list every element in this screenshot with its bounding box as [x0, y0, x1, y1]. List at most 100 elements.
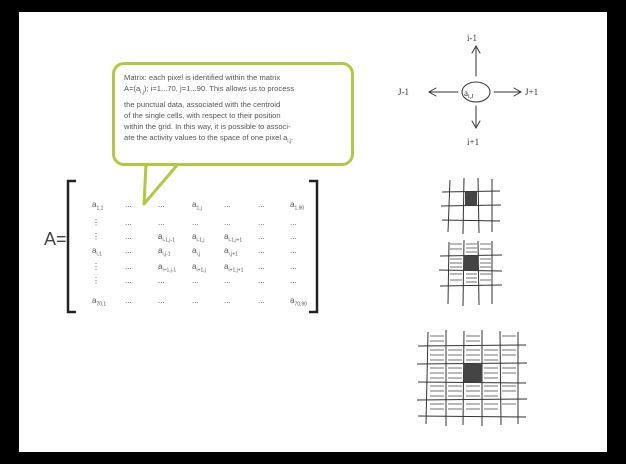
matrix-cell: ...: [258, 296, 265, 305]
grid-3-hatching: [430, 335, 516, 410]
matrix-cell: a70,90: [290, 296, 307, 308]
matrix-cell-base: a: [158, 262, 163, 271]
matrix-label: A=: [44, 229, 67, 249]
matrix-cell: ...: [258, 276, 265, 285]
matrix-cell: ⋮: [92, 218, 100, 227]
matrix-cell-base: ⋮: [92, 232, 100, 241]
callout-line-1: Matrix: each pixel is identified within …: [124, 73, 281, 82]
matrix-cell-base: a: [192, 262, 197, 271]
matrix-cell: ...: [158, 296, 165, 305]
matrix-cell: ...: [158, 276, 165, 285]
matrix-cell: ...: [125, 296, 132, 305]
label-left: J-1: [398, 87, 409, 97]
matrix-cell: ...: [290, 276, 297, 285]
center-ellipse: [461, 81, 491, 103]
matrix-cell: a70,1: [92, 296, 106, 308]
matrix-cell-base: a: [158, 232, 163, 241]
matrix-cell-base: ...: [125, 232, 132, 241]
matrix-cell-base: ...: [258, 218, 265, 227]
matrix-cell-base: a: [92, 246, 97, 255]
matrix-cell-base: ...: [224, 218, 231, 227]
matrix-cell: ...: [125, 232, 132, 241]
matrix-cell-base: ...: [258, 200, 265, 209]
neighbour-sketch: [427, 44, 523, 130]
matrix-cell: ...: [258, 200, 265, 209]
callout-line-2: A=(ai,j); i=1...70, j=1...90. This allow…: [124, 84, 295, 96]
matrix-cell: ...: [258, 262, 265, 271]
matrix-cell: ...: [258, 218, 265, 227]
matrix-cell-base: ...: [290, 262, 297, 271]
matrix-cell-base: ⋮: [92, 262, 100, 271]
arrow-left-head: [427, 87, 437, 97]
matrix-cell-base: ...: [290, 232, 297, 241]
grid-2-center-cell: [464, 256, 478, 270]
matrix-cell-subscript: i+1,j+1: [228, 267, 244, 274]
matrix-cell: ...: [192, 218, 199, 227]
matrix-cell-subscript: 1,90: [294, 205, 305, 212]
matrix-cell: ...: [224, 200, 231, 209]
matrix-cell-subscript: 70,1: [96, 301, 107, 308]
matrix-cell-base: ...: [158, 276, 165, 285]
label-center: ai,J: [464, 88, 474, 100]
matrix-cell-base: ...: [192, 276, 199, 285]
matrix-cell: ...: [224, 276, 231, 285]
matrix-cell: ...: [125, 262, 132, 271]
matrix-cell: ai-1,j-1: [158, 232, 175, 244]
matrix-cell-base: a: [290, 296, 295, 305]
grid-sketch-2: [438, 239, 503, 307]
matrix-cell-subscript: 70,90: [294, 301, 307, 308]
matrix-cell-base: a: [224, 246, 229, 255]
matrix-cell: ai,j-1: [158, 246, 171, 258]
matrix-cell: ai+1,j-1: [158, 262, 176, 274]
matrix-cell: ...: [125, 200, 132, 209]
matrix-cell: ⋮: [92, 232, 100, 241]
matrix-cell-base: a: [224, 232, 229, 241]
matrix-cell: ...: [158, 200, 165, 209]
matrix-cell-subscript: i+1,j: [196, 267, 206, 274]
matrix-cell-base: ...: [192, 296, 199, 305]
matrix-cell-base: ...: [125, 276, 132, 285]
matrix-cell-base: ...: [290, 246, 297, 255]
matrix-cell-base: a: [92, 200, 97, 209]
matrix-cell-subscript: i-1,j-1: [162, 237, 175, 244]
matrix-cell-base: ⋮: [92, 218, 100, 227]
arrow-down-head: [471, 120, 481, 130]
callout-line-4: of the single cells, with respect to the…: [124, 110, 281, 120]
matrix-cell: ...: [290, 218, 297, 227]
matrix-cell-subscript: i-1,j+1: [228, 237, 243, 244]
matrix-cell-base: ...: [125, 296, 132, 305]
matrix-cell-base: ...: [258, 276, 265, 285]
matrix-cell-base: ...: [290, 218, 297, 227]
grid-sketch-1: [440, 177, 502, 235]
matrix-cell: ...: [290, 232, 297, 241]
arrow-up-head: [471, 44, 481, 54]
matrix-cell: ai+1,j+1: [224, 262, 243, 274]
matrix-cell-subscript: i+1,j-1: [162, 267, 177, 274]
label-right: J+1: [525, 87, 538, 97]
callout-line-5: within the grid. In this way, it is poss…: [124, 121, 291, 131]
matrix-cell-subscript: i-1,j: [196, 237, 205, 244]
matrix-cell-base: a: [192, 232, 197, 241]
matrix-cell: ...: [290, 246, 297, 255]
matrix-cell-base: a: [224, 262, 229, 271]
matrix-cell-base: ...: [158, 200, 165, 209]
matrix-cell: ...: [125, 218, 132, 227]
label-down: i+1: [467, 137, 479, 147]
matrix-cell-base: ...: [125, 246, 132, 255]
label-up: i-1: [467, 33, 477, 43]
matrix-cell-subscript: i,j-1: [162, 251, 171, 258]
callout-line-3: the punctual data, associated with the c…: [124, 99, 281, 109]
matrix-cell: ...: [258, 246, 265, 255]
grid-2-hatching: [450, 243, 491, 283]
matrix-cell-base: a: [290, 200, 295, 209]
matrix-cell: ai,1: [92, 246, 102, 258]
matrix-cell: ...: [192, 296, 199, 305]
matrix-cell-subscript: i,1: [96, 251, 102, 258]
matrix-cell: a1,1: [92, 200, 103, 212]
matrix-cell-base: ...: [192, 218, 199, 227]
matrix-cell-subscript: 1,1: [96, 205, 104, 212]
grid-1-center-cell: [465, 192, 477, 205]
matrix-cell-base: ...: [224, 276, 231, 285]
matrix-cell-base: ...: [158, 296, 165, 305]
matrix-cell: ai,j+1: [224, 246, 238, 258]
